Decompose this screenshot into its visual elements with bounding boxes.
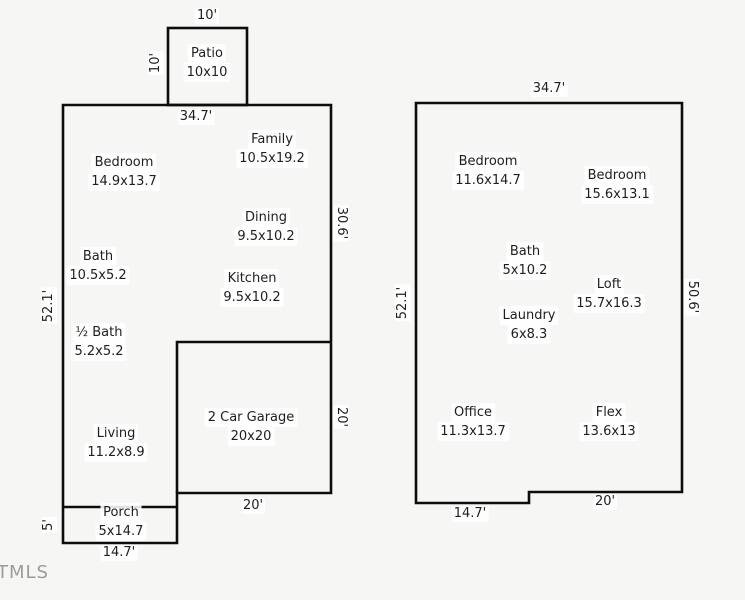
room-label-bath: Bath 10.5x5.2 <box>66 247 130 285</box>
room-label-living: Living 11.2x8.9 <box>84 424 148 462</box>
dim-label-porch-bottom: 14.7' <box>100 545 138 561</box>
room-dims: 14.9x13.7 <box>88 172 160 191</box>
room-name: Family <box>248 130 296 149</box>
dim-label-right-top: 34.7' <box>530 81 568 97</box>
room-label-dining: Dining 9.5x10.2 <box>234 208 298 246</box>
room-name: Bedroom <box>455 152 521 171</box>
room-label-half-bath: ½ Bath 5.2x5.2 <box>71 323 127 361</box>
room-dims: 11.6x14.7 <box>452 171 524 190</box>
room-label-laundry: Laundry 6x8.3 <box>499 306 559 344</box>
room-label-flex: Flex 13.6x13 <box>579 403 639 441</box>
room-label-bedroom: Bedroom 14.9x13.7 <box>88 153 160 191</box>
room-name: Dining <box>242 208 290 227</box>
room-label-bedroom-2: Bedroom 15.6x13.1 <box>581 166 653 204</box>
room-name: Loft <box>593 275 625 294</box>
dim-label-right-right-side: 50.6' <box>684 278 700 316</box>
dim-label-right-left-side: 52.1' <box>395 284 411 322</box>
room-dims: 15.6x13.1 <box>581 185 653 204</box>
room-label-bath-2: Bath 5x10.2 <box>499 242 551 280</box>
room-dims: 6x8.3 <box>507 325 551 344</box>
room-dims: 11.3x13.7 <box>437 422 509 441</box>
room-dims: 15.7x16.3 <box>573 294 645 313</box>
room-dims: 5.2x5.2 <box>71 342 127 361</box>
room-name: Bedroom <box>91 153 157 172</box>
room-name: Living <box>93 424 139 443</box>
room-label-garage: 2 Car Garage 20x20 <box>204 408 298 446</box>
room-name: ½ Bath <box>72 323 126 342</box>
dim-label-right-bottom-left: 14.7' <box>451 506 489 522</box>
room-label-kitchen: Kitchen 9.5x10.2 <box>220 269 284 307</box>
room-name: Office <box>451 403 495 422</box>
room-dims: 10x10 <box>183 63 231 82</box>
dim-label-porch-left: 5' <box>41 517 57 533</box>
dim-label-left-side: 52.1' <box>41 287 57 325</box>
room-label-patio: Patio 10x10 <box>183 44 231 82</box>
room-dims: 10.5x5.2 <box>66 266 130 285</box>
room-name: Kitchen <box>224 269 280 288</box>
room-label-bedroom-1: Bedroom 11.6x14.7 <box>452 152 524 190</box>
room-label-porch: Porch 5x14.7 <box>95 503 147 541</box>
room-dims: 9.5x10.2 <box>234 227 298 246</box>
room-dims: 10.5x19.2 <box>236 149 308 168</box>
room-name: 2 Car Garage <box>204 408 298 427</box>
room-dims: 20x20 <box>227 427 275 446</box>
dim-label-patio-top: 10' <box>194 8 220 24</box>
room-name: Patio <box>188 44 226 63</box>
dim-label-garage-bottom: 20' <box>240 498 266 514</box>
room-name: Bedroom <box>584 166 650 185</box>
dim-label-left-right-upper: 30.6' <box>333 204 349 242</box>
room-label-loft: Loft 15.7x16.3 <box>573 275 645 313</box>
room-name: Porch <box>100 503 142 522</box>
room-dims: 11.2x8.9 <box>84 443 148 462</box>
dim-label-garage-right: 20' <box>333 404 349 430</box>
room-name: Bath <box>79 247 117 266</box>
dim-label-left-top: 34.7' <box>177 109 215 125</box>
dim-label-patio-left: 10' <box>148 50 164 76</box>
room-dims: 5x14.7 <box>95 522 147 541</box>
room-label-family: Family 10.5x19.2 <box>236 130 308 168</box>
room-dims: 5x10.2 <box>499 261 551 280</box>
right-plan-outline <box>414 101 684 505</box>
dim-label-right-bottom-right: 20' <box>592 494 618 510</box>
room-name: Bath <box>506 242 544 261</box>
tmls-watermark: TMLS <box>0 562 49 583</box>
room-label-office: Office 11.3x13.7 <box>437 403 509 441</box>
room-name: Laundry <box>499 306 559 325</box>
room-name: Flex <box>592 403 626 422</box>
room-dims: 9.5x10.2 <box>220 288 284 307</box>
room-dims: 13.6x13 <box>579 422 639 441</box>
